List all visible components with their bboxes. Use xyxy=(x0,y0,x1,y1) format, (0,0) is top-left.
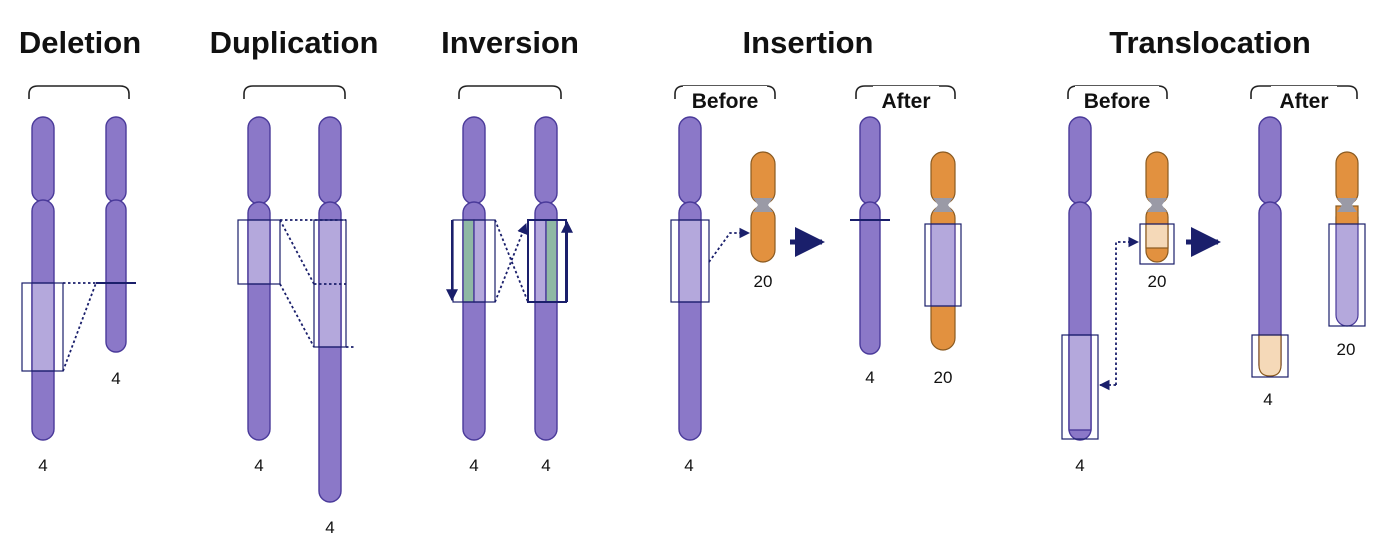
duplication-segment-box xyxy=(237,219,281,285)
translocation-after-chromosome-20 xyxy=(1335,151,1359,327)
insertion-after-segment-box xyxy=(924,223,962,307)
duplication-mutant-chromosome-4 xyxy=(318,116,342,503)
translocation-before-centromere-20 xyxy=(1147,198,1167,212)
inversion-label-normal: 4 xyxy=(469,456,478,475)
insertion-before-label-4: 4 xyxy=(684,456,693,475)
duplication-normal-chromosome-4 xyxy=(247,116,271,441)
insertion-after-inserted-segment xyxy=(930,223,956,307)
deletion-segment-box xyxy=(21,282,64,372)
translocation-before-label-20: 20 xyxy=(1148,272,1167,291)
insertion-title: Insertion xyxy=(743,25,874,60)
insertion-before-label-20: 20 xyxy=(754,272,773,291)
translocation-connector-up xyxy=(1115,236,1140,385)
duplication-connector-diagonal-1 xyxy=(279,219,315,285)
translocation-after-label-20: 20 xyxy=(1337,340,1356,359)
translocation-before-chromosome-4 xyxy=(1068,116,1092,441)
inversion-title: Inversion xyxy=(441,25,579,60)
translocation-before-label: Before xyxy=(1084,90,1151,113)
deletion-title: Deletion xyxy=(19,25,141,60)
inversion-mutant-chromosome-4 xyxy=(534,116,558,441)
insertion-before-chromosome-20 xyxy=(750,151,776,263)
deletion-label-normal: 4 xyxy=(38,456,47,475)
inversion-cross-line-2 xyxy=(494,222,528,303)
translocation-after-segment-box-4 xyxy=(1251,334,1289,378)
deletion-normal-chromosome-4 xyxy=(31,116,55,441)
insertion-after-label: After xyxy=(881,90,930,113)
translocation-before-chromosome-20 xyxy=(1145,151,1169,263)
duplication-label-normal: 4 xyxy=(254,456,263,475)
translocation-after-chromosome-4 xyxy=(1258,116,1282,377)
insertion-after-chromosome-4 xyxy=(859,116,881,355)
duplication-bracket xyxy=(243,85,346,99)
duplication-title: Duplication xyxy=(210,25,379,60)
insertion-connector xyxy=(708,227,751,263)
translocation-before-segment-box-20 xyxy=(1139,223,1175,265)
translocation-after-centromere-20 xyxy=(1337,198,1357,212)
insertion-after-chromosome-20 xyxy=(930,151,956,351)
translocation-after-label: After xyxy=(1279,90,1328,113)
insertion-before-chromosome-4 xyxy=(678,116,702,441)
translocation-after-label-4: 4 xyxy=(1263,390,1272,409)
deletion-connector-diagonal xyxy=(62,282,97,372)
insertion-after-centromere-20 xyxy=(933,198,953,212)
deletion-bracket xyxy=(28,85,130,99)
translocation-before-label-4: 4 xyxy=(1075,456,1084,475)
inversion-normal-chromosome-4 xyxy=(462,116,486,441)
insertion-before-label: Before xyxy=(692,90,759,113)
deletion-mutant-chromosome-4 xyxy=(105,116,127,353)
insertion-after-label-4: 4 xyxy=(865,368,874,387)
translocation-after-segment-20-on-4 xyxy=(1258,334,1282,377)
inversion-label-mutant: 4 xyxy=(541,456,550,475)
deletion-label-mutant: 4 xyxy=(111,369,120,388)
duplication-connector-diagonal-2 xyxy=(279,283,315,348)
inversion-bracket xyxy=(458,85,562,99)
translocation-before-segment-box-4 xyxy=(1061,334,1099,440)
duplication-label-mutant: 4 xyxy=(325,518,334,537)
insertion-after-label-20: 20 xyxy=(934,368,953,387)
insertion-before-centromere-20 xyxy=(753,198,773,212)
translocation-title: Translocation xyxy=(1109,25,1311,60)
translocation-after-segment-box-20 xyxy=(1328,223,1366,327)
